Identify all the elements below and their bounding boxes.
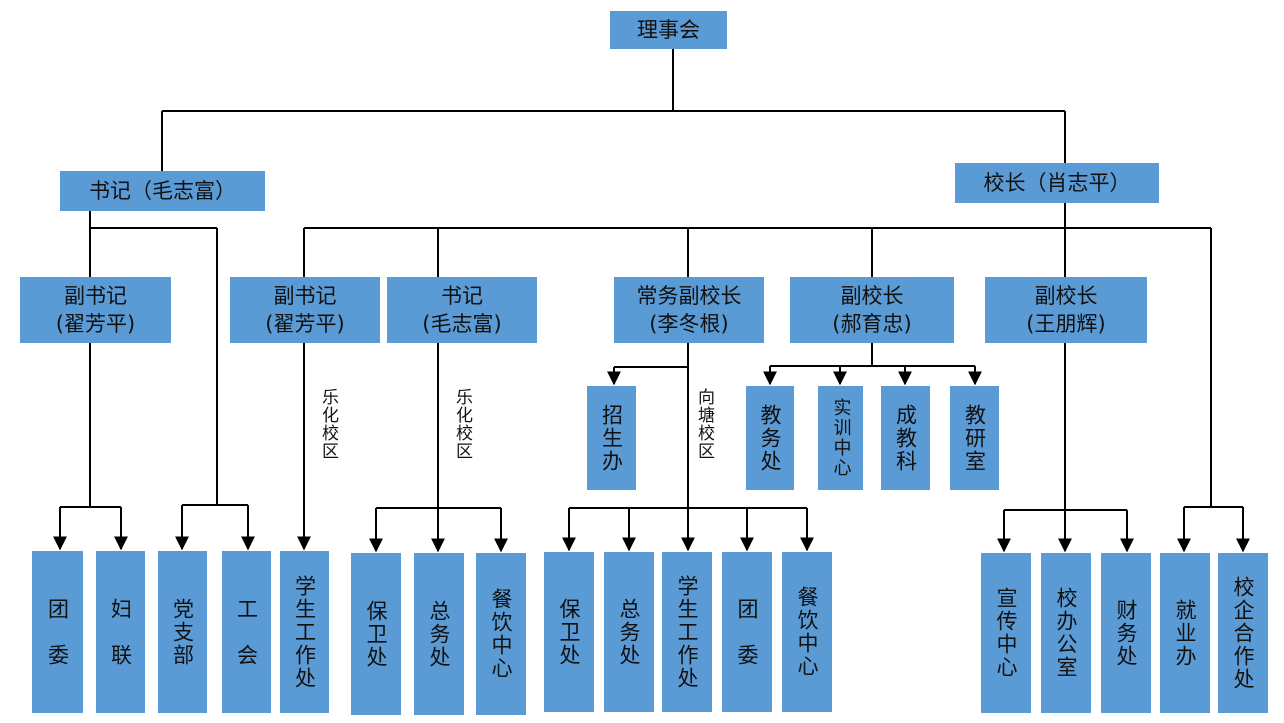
cooperation-office-label: 校企合作处 — [1231, 575, 1255, 691]
teaching-research-label: 教研室 — [962, 403, 987, 473]
party-branch-label: 党支部 — [170, 597, 195, 667]
vp-hao-title: 副校长 — [840, 284, 904, 308]
deputy-secretary-box: 副书记 (翟芳平) — [230, 277, 380, 343]
connector-lines — [53, 49, 1250, 553]
principal-box: 校长（肖志平） — [955, 163, 1159, 203]
admissions-box: 招生办 — [587, 386, 636, 490]
general-affairs-label-1: 总务处 — [427, 599, 451, 669]
deputy-secretary-left-name: (翟芳平) — [55, 312, 136, 336]
board-label: 理事会 — [637, 18, 700, 42]
youth-league-box-2: 团 委 — [722, 552, 772, 712]
vp-wang-box: 副校长 (王朋辉) — [985, 277, 1147, 343]
vp-wang-name: (王朋辉) — [1026, 312, 1106, 336]
vp-hao-name: (郝育忠) — [832, 312, 912, 336]
executive-vp-box: 常务副校长 (李冬根) — [614, 277, 764, 343]
publicity-center-label: 宣传中心 — [994, 587, 1018, 679]
adult-education-label: 成教科 — [893, 403, 918, 473]
security-box-1: 保卫处 — [351, 553, 401, 715]
trade-union-box: 工 会 — [222, 551, 271, 713]
catering-label-2: 餐饮中心 — [795, 586, 819, 678]
campus-label-xiangtang: 向塘校区 — [694, 388, 714, 460]
womens-federation-box: 妇 联 — [96, 551, 145, 713]
campus-secretary-name: (毛志富) — [422, 312, 502, 336]
youth-league-box: 团 委 — [32, 551, 83, 713]
security-label-2: 保卫处 — [557, 597, 581, 667]
deputy-secretary-left-box: 副书记 (翟芳平) — [20, 277, 171, 343]
academic-affairs-box: 教务处 — [746, 386, 794, 490]
security-label-1: 保卫处 — [364, 599, 388, 669]
deputy-secretary-title: 副书记 — [273, 284, 337, 308]
womens-federation-label: 妇 联 — [108, 597, 133, 667]
general-affairs-label-2: 总务处 — [617, 597, 641, 667]
deputy-secretary-name: (翟芳平) — [265, 312, 345, 336]
employment-office-box: 就业办 — [1160, 553, 1210, 713]
employment-office-label: 就业办 — [1173, 598, 1197, 668]
principal-office-box: 校办公室 — [1041, 553, 1091, 713]
student-affairs-box-1: 学生工作处 — [280, 551, 329, 713]
party-branch-box: 党支部 — [158, 551, 207, 713]
campus-secretary-title: 书记 — [441, 284, 483, 308]
general-affairs-box-1: 总务处 — [414, 553, 464, 715]
board-box: 理事会 — [610, 11, 727, 49]
trade-union-label: 工 会 — [234, 597, 259, 667]
catering-box-2: 餐饮中心 — [782, 552, 832, 712]
executive-vp-title: 常务副校长 — [636, 284, 742, 308]
youth-league-label-2: 团 委 — [735, 597, 759, 667]
training-center-label: 实训中心 — [830, 398, 852, 478]
secretary-box: 书记（毛志富） — [60, 171, 265, 211]
academic-affairs-label: 教务处 — [758, 403, 782, 473]
training-center-box: 实训中心 — [818, 386, 863, 490]
publicity-center-box: 宣传中心 — [981, 553, 1031, 713]
youth-league-label: 团 委 — [45, 597, 70, 667]
executive-vp-name: (李冬根) — [649, 312, 729, 336]
adult-education-box: 成教科 — [881, 386, 930, 490]
cooperation-office-box: 校企合作处 — [1218, 553, 1268, 713]
finance-box: 财务处 — [1101, 553, 1151, 713]
campus-label-lehua-2: 乐化校区 — [452, 388, 472, 460]
catering-box-1: 餐饮中心 — [476, 553, 526, 715]
vp-wang-title: 副校长 — [1034, 284, 1098, 308]
deputy-secretary-left-title: 副书记 — [64, 284, 127, 308]
campus-secretary-box: 书记 (毛志富) — [387, 277, 537, 343]
principal-label: 校长（肖志平） — [983, 171, 1131, 195]
general-affairs-box-2: 总务处 — [604, 552, 654, 712]
vp-hao-box: 副校长 (郝育忠) — [790, 277, 954, 343]
admissions-label: 招生办 — [599, 403, 624, 473]
campus-label-lehua-1: 乐化校区 — [318, 388, 338, 460]
teaching-research-box: 教研室 — [950, 386, 999, 490]
finance-label: 财务处 — [1114, 598, 1138, 668]
principal-office-label: 校办公室 — [1054, 587, 1078, 679]
student-affairs-label-2: 学生工作处 — [675, 574, 699, 690]
student-affairs-box-2: 学生工作处 — [662, 552, 712, 712]
student-affairs-label-1: 学生工作处 — [292, 574, 317, 690]
catering-label-1: 餐饮中心 — [489, 588, 513, 680]
secretary-label: 书记（毛志富） — [89, 179, 236, 203]
security-box-2: 保卫处 — [544, 552, 594, 712]
